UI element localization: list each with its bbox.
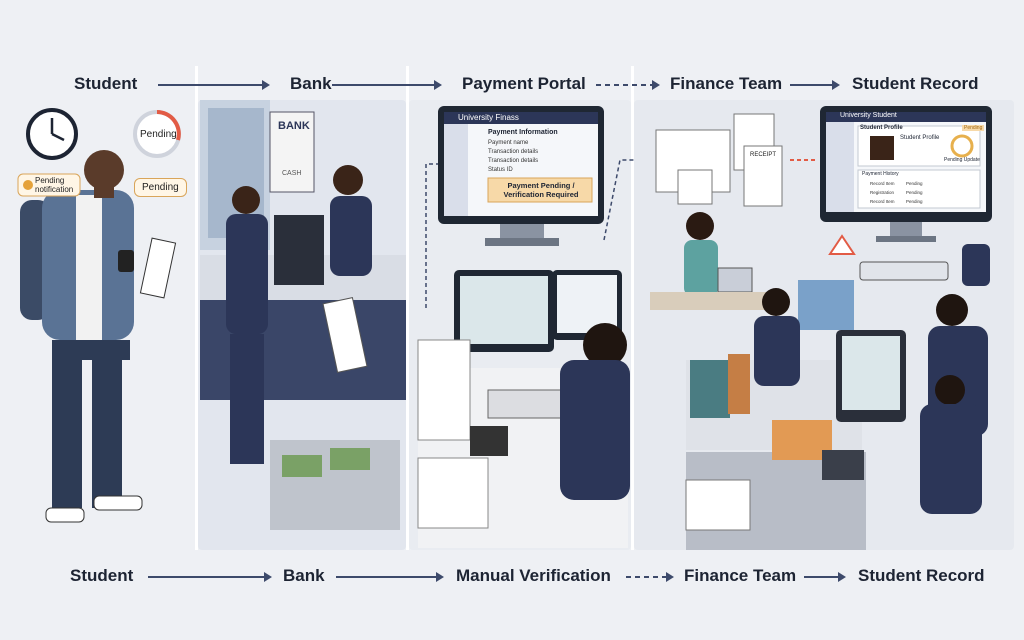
record-section: Student Profile — [860, 125, 903, 131]
bottom-stage-record: Student Record — [858, 566, 985, 585]
clerk-desk — [417, 270, 630, 548]
record-row-3-name: Record Item — [870, 199, 895, 204]
top-arrow-4 — [790, 80, 840, 90]
record-row-3-status: Pending — [906, 199, 923, 204]
record-history-title: Payment History — [862, 171, 899, 177]
record-card-title: Student Profile — [900, 135, 940, 141]
top-stage-finance: Finance Team — [670, 74, 783, 93]
bottom-stage-manual: Manual Verification — [456, 566, 611, 585]
portal-app-title: University Finass — [458, 113, 519, 122]
record-monitor — [820, 106, 992, 286]
top-stage-student: Student — [74, 74, 138, 93]
portal-field-4: Status ID — [488, 167, 513, 173]
divider-2 — [406, 66, 409, 550]
clock-icon — [26, 108, 78, 160]
top-stage-portal: Payment Portal — [462, 74, 586, 93]
bell-icon — [17, 173, 81, 197]
top-stage-bank: Bank — [290, 74, 332, 93]
record-row-2-name: Registration — [870, 190, 895, 195]
portal-field-2: Transaction details — [488, 149, 539, 155]
student-figure — [20, 150, 177, 523]
portal-status-banner: Payment Pending / Verification Required — [503, 181, 579, 199]
pending-ring-label: Pending — [140, 129, 177, 140]
record-status-chip: Pending — [962, 125, 985, 131]
bottom-arrow-2 — [336, 572, 444, 582]
pending-notification-label: Pending notification — [35, 176, 74, 194]
bottom-stage-finance: Finance Team — [684, 566, 797, 585]
bank-scene — [200, 100, 406, 530]
bank-counter-sign: CASH — [282, 170, 302, 177]
record-app-title: University Student — [840, 112, 897, 119]
bottom-arrow-1 — [148, 572, 272, 582]
top-arrow-2 — [332, 80, 442, 90]
portal-field-3: Transaction details — [488, 158, 539, 164]
portal-form-heading: Payment Information — [488, 129, 558, 136]
pending-ring-icon — [133, 110, 181, 158]
bottom-arrow-3 — [626, 572, 674, 582]
portal-monitor — [438, 106, 604, 246]
divider-1 — [195, 66, 198, 550]
bottom-arrow-4 — [804, 572, 846, 582]
record-row-1-name: Record Item — [870, 181, 895, 186]
record-row-1-status: Pending — [906, 181, 923, 186]
finance-receipt-label: RECEIPT — [750, 152, 777, 158]
record-row-2-status: Pending — [906, 190, 923, 195]
bottom-stage-student: Student — [70, 566, 134, 585]
portal-field-1: Payment name — [488, 140, 529, 146]
record-pending-update: Pending Update — [944, 157, 980, 163]
top-arrow-3 — [596, 80, 660, 90]
finance-scene — [650, 113, 988, 550]
top-stage-record: Student Record — [852, 74, 979, 93]
divider-3 — [631, 66, 634, 550]
bottom-stage-bank: Bank — [283, 566, 325, 585]
top-arrow-1 — [158, 80, 270, 90]
bank-sign: BANK — [278, 120, 310, 132]
pending-bubble: Pending — [134, 178, 187, 197]
